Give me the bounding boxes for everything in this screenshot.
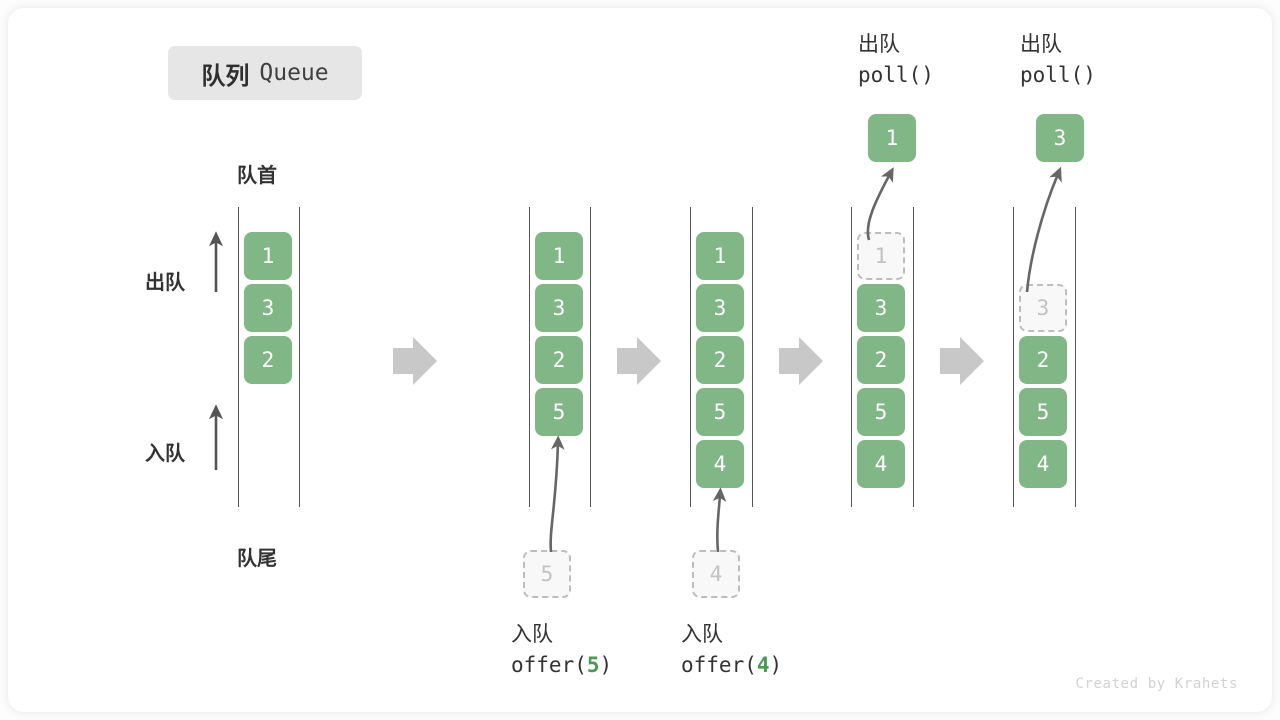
offer-label-step2: 入队 offer(5)	[511, 620, 612, 681]
queue-cell-ghost: 1	[857, 232, 905, 280]
queue-cell: 4	[696, 440, 744, 488]
queue-rail-left-step1	[238, 207, 239, 507]
poll-label-code: poll()	[1020, 63, 1096, 88]
queue-rail-left-step2	[529, 207, 530, 507]
queue-rail-right-step1	[299, 207, 300, 507]
queue-cell: 5	[696, 388, 744, 436]
queue-cell: 1	[696, 232, 744, 280]
queue-rail-right-step2	[590, 207, 591, 507]
offer-arg: 5	[586, 653, 600, 678]
watermark: Created by Krahets	[1075, 676, 1238, 692]
queue-cell: 5	[857, 388, 905, 436]
offer-label-step3: 入队 offer(4)	[681, 620, 782, 681]
incoming-cell-step3: 4	[692, 550, 740, 598]
queue-cell: 4	[1019, 440, 1067, 488]
queue-tail-label: 队尾	[237, 548, 277, 570]
queue-cell: 3	[696, 284, 744, 332]
incoming-cell-step2: 5	[523, 550, 571, 598]
offer-arg: 4	[756, 653, 770, 678]
poll-arrow-step4	[866, 167, 894, 241]
poll-label-step4: 出队 poll()	[858, 30, 934, 91]
dequeue-direction-label: 出队	[145, 272, 185, 294]
queue-rail-left-step3	[690, 207, 691, 507]
title-en: Queue	[259, 60, 329, 86]
offer-arrow-step3	[712, 487, 727, 553]
poll-label-cn: 出队	[1020, 33, 1062, 56]
poll-label-code: poll()	[858, 63, 934, 88]
offer-arrow-step2	[549, 435, 565, 553]
queue-head-label: 队首	[237, 165, 277, 187]
queue-cell: 2	[1019, 336, 1067, 384]
queue-cell: 1	[244, 232, 292, 280]
queue-rail-left-step4	[851, 207, 852, 507]
queue-rail-right-step4	[913, 207, 914, 507]
step-arrow-1-2	[393, 337, 437, 385]
step-arrow-3-4	[779, 337, 823, 385]
step-arrow-4-5	[940, 337, 984, 385]
offer-label-cn: 入队	[681, 623, 723, 646]
queue-rail-left-step5	[1013, 207, 1014, 507]
queue-cell: 5	[1019, 388, 1067, 436]
poll-label-step5: 出队 poll()	[1020, 30, 1096, 91]
queue-cell: 3	[535, 284, 583, 332]
queue-cell: 1	[535, 232, 583, 280]
enqueue-direction-label: 入队	[145, 443, 185, 465]
queue-cell: 2	[857, 336, 905, 384]
queue-cell: 3	[244, 284, 292, 332]
queue-cell: 2	[244, 336, 292, 384]
queue-cell: 2	[535, 336, 583, 384]
diagram-title-chip: 队列 Queue	[168, 46, 362, 100]
queue-cell: 5	[535, 388, 583, 436]
queue-rail-right-step3	[752, 207, 753, 507]
step-arrow-2-3	[617, 337, 661, 385]
offer-label-cn: 入队	[511, 623, 553, 646]
polled-cell-step4: 1	[868, 114, 916, 162]
offer-label-code: offer(5)	[511, 653, 613, 678]
queue-cell: 3	[857, 284, 905, 332]
polled-cell-step5: 3	[1036, 114, 1084, 162]
queue-rail-right-step5	[1075, 207, 1076, 507]
offer-label-code: offer(4)	[681, 653, 783, 678]
poll-label-cn: 出队	[858, 33, 900, 56]
queue-cell: 2	[696, 336, 744, 384]
poll-arrow-step5	[1025, 166, 1062, 293]
title-cn: 队列	[201, 62, 250, 90]
queue-cell: 4	[857, 440, 905, 488]
